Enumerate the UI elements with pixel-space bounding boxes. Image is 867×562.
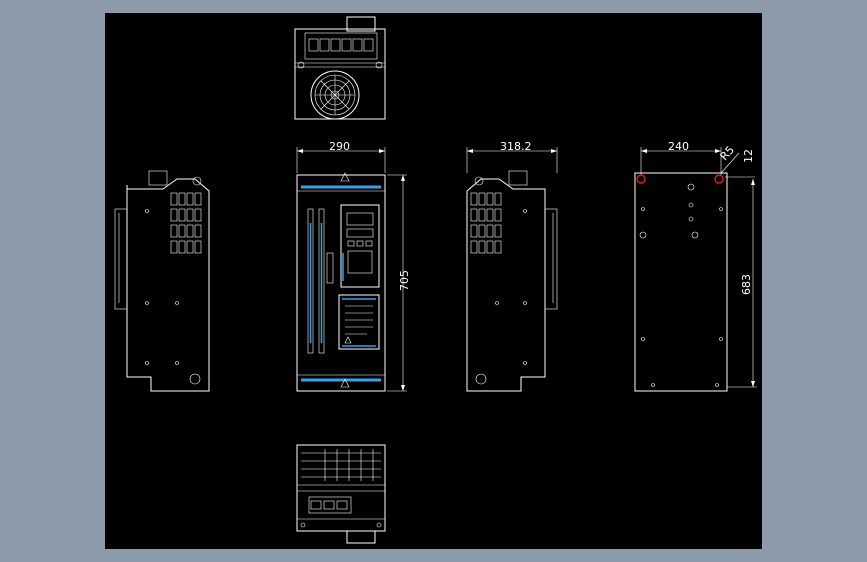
bottom-terminal-rows bbox=[301, 449, 381, 481]
mount-hole-top-right bbox=[714, 174, 724, 184]
front-width-dimension: 290 bbox=[329, 140, 350, 153]
front-view: 290 bbox=[296, 140, 411, 392]
hole-offset-dimension: 12 bbox=[742, 149, 755, 163]
left-vent-grid bbox=[170, 192, 202, 254]
cooling-fan bbox=[310, 70, 360, 120]
rear-view: 240 R5 12 683 bbox=[634, 140, 757, 392]
cad-drawing-canvas: 290 bbox=[105, 13, 762, 549]
side-depth-dimension: 318.2 bbox=[500, 140, 532, 153]
top-terminal-block bbox=[308, 38, 374, 52]
hole-radius-dimension: R5 bbox=[718, 143, 737, 163]
nameplate bbox=[338, 294, 380, 350]
rear-width-dimension: 240 bbox=[668, 140, 689, 153]
right-side-view: 318.2 bbox=[466, 140, 558, 392]
cad-drawing: 290 bbox=[114, 16, 757, 544]
keypad-panel bbox=[340, 204, 380, 288]
top-view bbox=[294, 16, 386, 120]
rear-hole-spacing-dimension: 683 bbox=[740, 274, 753, 295]
bottom-view bbox=[296, 444, 386, 544]
left-side-view bbox=[114, 170, 210, 392]
front-height-dimension: 705 bbox=[398, 270, 411, 291]
mount-hole-top-left bbox=[636, 174, 646, 184]
right-vent-grid bbox=[470, 192, 502, 254]
